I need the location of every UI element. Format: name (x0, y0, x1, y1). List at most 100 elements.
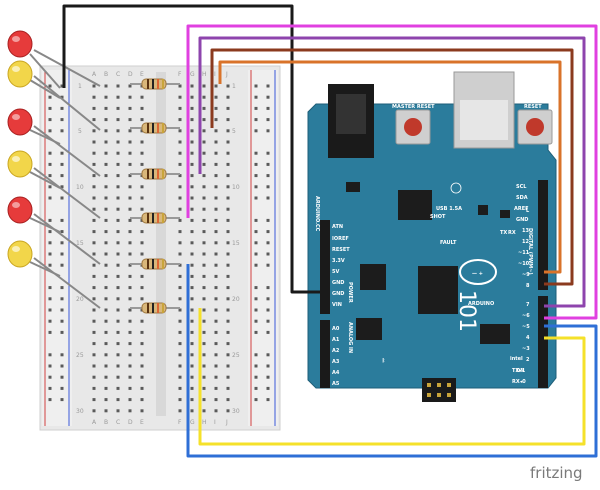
breadboard-hole (190, 174, 194, 178)
icsp-header (422, 378, 456, 402)
breadboard-hole (214, 364, 218, 368)
breadboard-hole (226, 286, 230, 290)
reset-button[interactable] (517, 109, 553, 145)
breadboard-hole (92, 252, 96, 256)
row-num-30: 30 (76, 408, 84, 415)
breadboard-hole (202, 353, 206, 357)
pin-label: A5 (332, 381, 340, 387)
power-label: POWER (347, 282, 353, 303)
rail-hole (48, 252, 52, 256)
rail-hole (254, 398, 258, 402)
led-yellow (7, 60, 33, 88)
row-num-15: 15 (76, 240, 84, 247)
icsp-label: ICSP (460, 394, 473, 400)
rail-hole (266, 353, 270, 357)
breadboard-hole (214, 286, 218, 290)
breadboard-hole (116, 196, 120, 200)
breadboard-hole (128, 319, 132, 323)
rail-hole (60, 252, 64, 256)
breadboard-hole (104, 263, 108, 267)
pin-label: ~3 (522, 346, 530, 352)
breadboard-hole (178, 162, 182, 166)
breadboard-hole (92, 106, 96, 110)
row-num-1-right: 1 (232, 83, 236, 90)
breadboard-hole (116, 241, 120, 245)
chip (356, 318, 382, 340)
breadboard-hole (128, 263, 132, 267)
usb-label: USB 1.5A (436, 206, 462, 212)
pin-label: ATN (332, 224, 343, 230)
breadboard-hole (178, 386, 182, 390)
breadboard-hole (116, 398, 120, 402)
rail-hole (254, 230, 258, 234)
pin-label: IOREF (332, 236, 349, 242)
breadboard-hole (190, 308, 194, 312)
breadboard-hole (202, 319, 206, 323)
breadboard-hole (92, 84, 96, 88)
breadboard-hole (190, 297, 194, 301)
breadboard-hole (190, 252, 194, 256)
breadboard-hole (226, 207, 230, 211)
breadboard-hole (128, 342, 132, 346)
rail-hole (266, 84, 270, 88)
breadboard-hole (214, 308, 218, 312)
rail-hole (60, 319, 64, 323)
breadboard-hole (178, 196, 182, 200)
col-label-j: J (225, 71, 228, 78)
pin-label: GND (332, 291, 344, 297)
breadboard-hole (92, 263, 96, 267)
breadboard-hole (190, 409, 194, 413)
col-label-j-bottom: J (225, 419, 228, 426)
breadboard-hole (128, 252, 132, 256)
breadboard-hole (214, 129, 218, 133)
breadboard-hole (128, 218, 132, 222)
breadboard-hole (116, 162, 120, 166)
breadboard-hole (226, 106, 230, 110)
pin-label: RESET (332, 247, 350, 253)
breadboard-hole (104, 174, 108, 178)
rail-hole (60, 330, 64, 334)
row-num-5-right: 5 (232, 128, 236, 135)
pin-label: 4 (526, 335, 530, 341)
breadboard-hole (104, 241, 108, 245)
breadboard-hole (226, 118, 230, 122)
fault-label: FAULT (440, 240, 457, 246)
breadboard-hole (214, 207, 218, 211)
breadboard-hole (214, 151, 218, 155)
rail-hole (48, 151, 52, 155)
breadboard-hole (92, 286, 96, 290)
breadboard-hole (190, 140, 194, 144)
breadboard: A B C D E F G H I J A B C D E F G H I J … (39, 65, 281, 431)
breadboard-hole (214, 241, 218, 245)
pin-label: 5V (332, 269, 339, 275)
breadboard-hole (140, 230, 144, 234)
breadboard-hole (190, 129, 194, 133)
breadboard-hole (214, 342, 218, 346)
breadboard-hole (202, 118, 206, 122)
breadboard-hole (202, 218, 206, 222)
rail-hole (60, 185, 64, 189)
rail-hole (266, 241, 270, 245)
resistors (130, 78, 180, 314)
rail-hole (254, 185, 258, 189)
rail-hole (48, 398, 52, 402)
breadboard-hole (140, 353, 144, 357)
breadboard-hole (214, 297, 218, 301)
breadboard-hole (104, 297, 108, 301)
breadboard-hole (178, 286, 182, 290)
breadboard-hole (92, 386, 96, 390)
rail-hole (266, 252, 270, 256)
pin-label: 13 (522, 228, 529, 234)
breadboard-hole (92, 129, 96, 133)
pin-label: SCL (516, 184, 527, 190)
breadboard-hole (214, 230, 218, 234)
breadboard-hole (226, 342, 230, 346)
breadboard-hole (214, 162, 218, 166)
pin-label: ~6 (522, 313, 530, 319)
master-reset-button[interactable] (395, 109, 431, 145)
breadboard-hole (190, 118, 194, 122)
breadboard-hole (214, 140, 218, 144)
breadboard-hole (214, 274, 218, 278)
col-label-b-bottom: B (104, 419, 108, 426)
breadboard-hole (116, 409, 120, 413)
